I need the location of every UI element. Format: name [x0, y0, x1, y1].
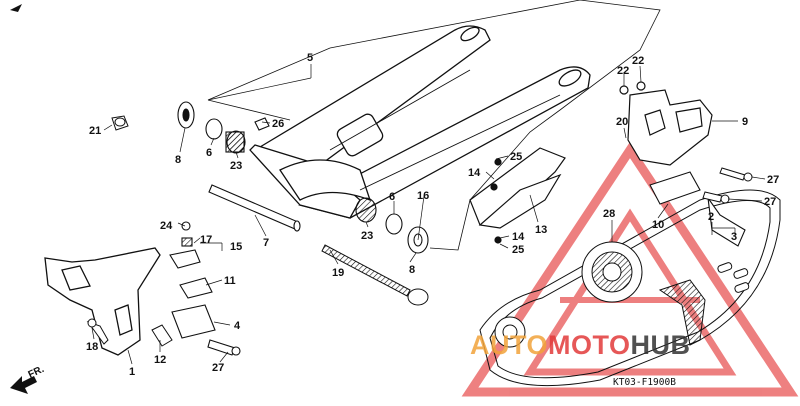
callout-19: 19 — [332, 267, 344, 279]
collar-12 — [151, 324, 173, 347]
needle-bearing-left — [225, 131, 245, 153]
watermark-text: AUTOMOTOHUB — [470, 330, 691, 360]
callout-6-right: 6 — [389, 191, 395, 203]
callout-27-upper-right: 27 — [767, 174, 779, 186]
callout-21: 21 — [89, 125, 101, 137]
diagram-code: KT03-F1900B — [613, 377, 676, 388]
callout-3: 3 — [731, 231, 737, 243]
callout-20: 20 — [616, 116, 628, 128]
callout-26: 26 — [272, 118, 284, 130]
callout-7: 7 — [263, 237, 269, 249]
callout-14-upper: 14 — [468, 167, 481, 179]
callout-15: 15 — [230, 241, 242, 253]
callout-1: 1 — [129, 366, 135, 378]
grease-fitting — [254, 117, 270, 131]
callout-22-left: 22 — [617, 65, 629, 77]
callout-16: 16 — [417, 190, 429, 202]
callout-17: 17 — [200, 234, 212, 246]
chain-slider — [469, 147, 566, 244]
collar-right — [385, 213, 403, 235]
watermark-part1: AUTO — [470, 330, 548, 360]
chain-links — [658, 262, 750, 346]
callout-8-right: 8 — [409, 264, 415, 276]
callout-28: 28 — [603, 208, 615, 220]
callout-11: 11 — [224, 275, 236, 287]
front-direction-indicator: FR. — [10, 364, 46, 394]
watermark-part3: HUB — [631, 330, 691, 360]
frame-plate — [44, 247, 161, 356]
drive-chain — [479, 189, 781, 387]
bolt-18 — [86, 318, 109, 345]
small-sprocket — [494, 316, 526, 348]
chain-adjuster — [649, 171, 746, 247]
swingarm-group-outline — [207, 0, 661, 251]
front-direction-label: FR. — [27, 364, 46, 381]
callout-23-right: 23 — [361, 230, 373, 242]
brackets — [169, 221, 241, 356]
watermark-part2: MOTO — [548, 330, 631, 360]
callout-27-lower-right: 27 — [764, 196, 776, 208]
svg-text:AUTOMOTOHUB: AUTOMOTOHUB — [470, 330, 691, 360]
callout-2: 2 — [708, 211, 714, 223]
callout-22-right: 22 — [632, 55, 644, 67]
callout-4: 4 — [234, 320, 241, 332]
front-arrow-icon — [10, 376, 37, 394]
drive-sprocket — [581, 241, 643, 303]
callout-6-left: 6 — [206, 147, 212, 159]
callout-27-left: 27 — [212, 362, 224, 374]
needle-bearing-right — [355, 197, 377, 223]
callout-9: 9 — [742, 116, 748, 128]
top-left-arrow-icon — [10, 4, 22, 12]
callout-23-left: 23 — [230, 160, 242, 172]
callout-14-lower: 14 — [512, 231, 525, 243]
leader-lines — [91, 64, 766, 365]
callout-25-lower: 25 — [512, 244, 524, 256]
collar-left — [205, 118, 223, 140]
callout-labels: 5 21 8 6 23 26 25 14 16 6 23 8 7 13 14 2… — [86, 52, 779, 378]
long-bolt — [321, 244, 429, 306]
pivot-shaft — [208, 184, 301, 232]
callout-5: 5 — [307, 52, 313, 64]
callout-25-upper: 25 — [510, 151, 522, 163]
bolts-27 — [702, 167, 753, 204]
callout-8-left: 8 — [175, 154, 181, 166]
callout-18: 18 — [86, 341, 98, 353]
watermark-triangle-outer — [461, 141, 799, 397]
callout-13: 13 — [535, 224, 547, 236]
callout-10: 10 — [652, 219, 664, 231]
callout-24: 24 — [160, 220, 173, 232]
nut-21 — [111, 115, 129, 131]
pivot-bearings — [177, 101, 429, 254]
callout-12: 12 — [154, 354, 166, 366]
